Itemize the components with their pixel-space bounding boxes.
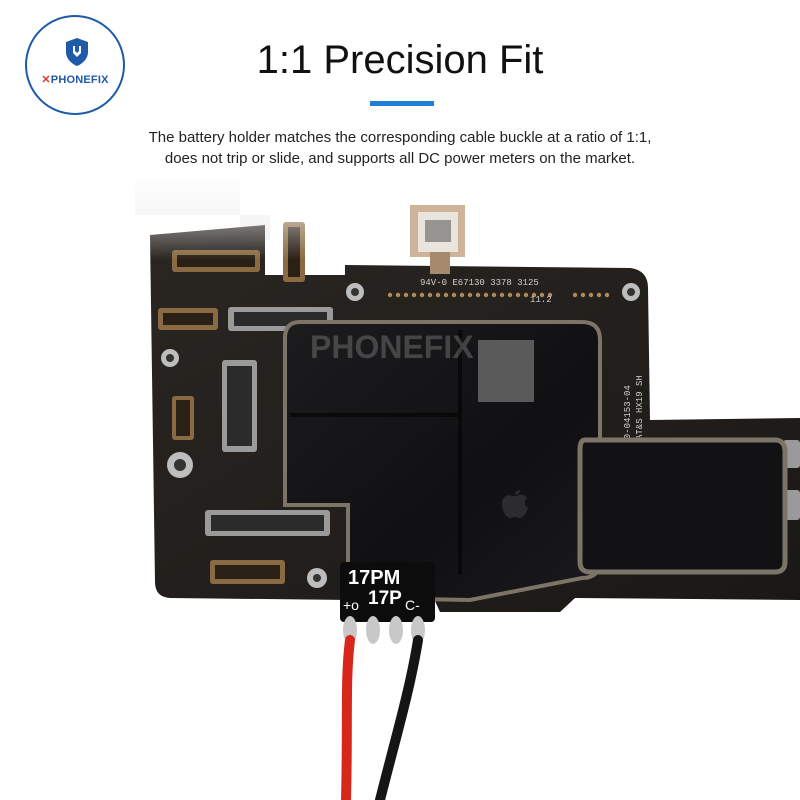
page-title: 1:1 Precision Fit (256, 38, 544, 82)
black-wire (375, 635, 423, 800)
screw-holes (161, 283, 640, 588)
silk-side-2: AT&S HX19 SH (635, 375, 645, 440)
holder-plus-mark: +o (343, 597, 359, 613)
watermark: PHONEFIX (310, 329, 474, 365)
battery-holder: 17PM 17P +o C- (340, 562, 435, 644)
holder-label-top: 17PM (348, 567, 400, 589)
rf-shield-secondary (577, 437, 788, 575)
pad-row (387, 292, 610, 298)
barcode (478, 340, 534, 402)
holder-label-bottom: 17P (368, 588, 402, 609)
holder-minus-mark: C- (405, 597, 420, 613)
shield-wrench-icon (66, 38, 88, 66)
silk-rev: 11.2 (530, 295, 552, 305)
silk-side-1: 820-04153-04 (623, 385, 633, 450)
title-accent-bar (370, 101, 434, 106)
description: The battery holder matches the correspon… (100, 127, 700, 169)
brand-name: ✕PHONEFIX (41, 74, 109, 86)
description-line-1: The battery holder matches the correspon… (148, 129, 652, 146)
red-wire (341, 635, 355, 800)
description-line-2: does not trip or slide, and supports all… (164, 150, 636, 167)
silk-row: 94V-0 E67130 3378 3125 (420, 278, 539, 288)
apple-logo-icon (502, 490, 528, 518)
brand-logo: ✕PHONEFIX (25, 15, 125, 115)
